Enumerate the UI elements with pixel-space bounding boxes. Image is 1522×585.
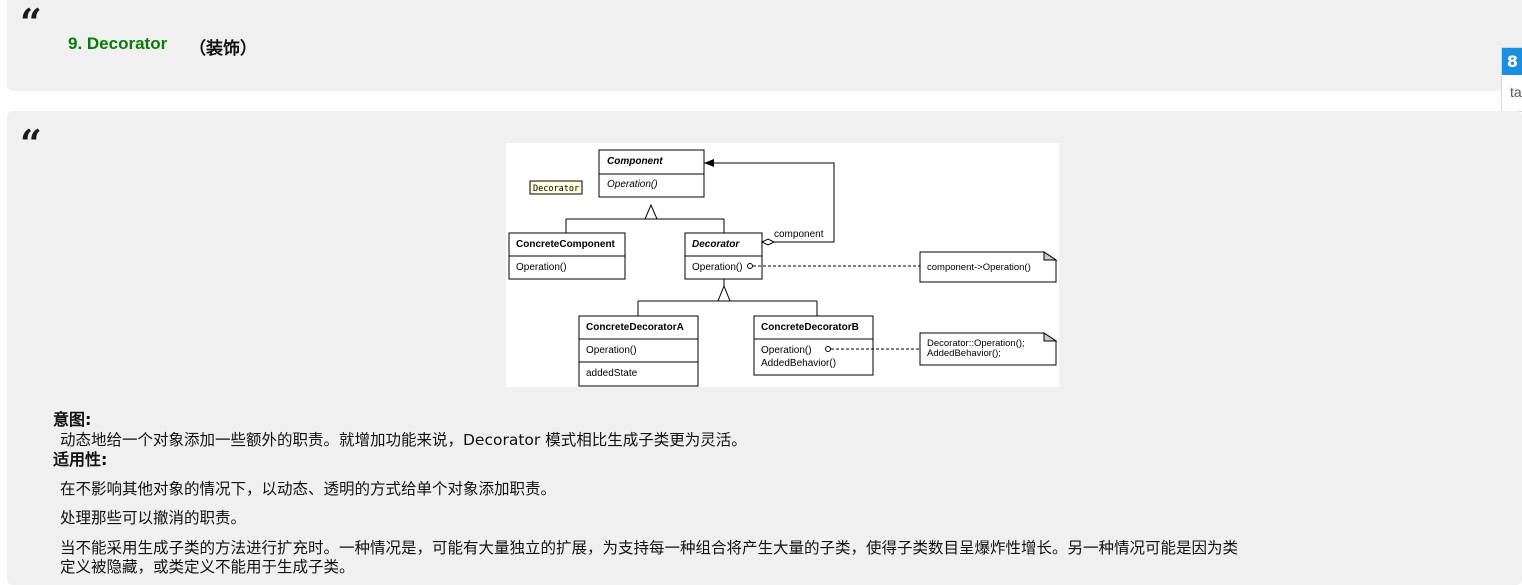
intent-text: 动态地给一个对象添加一些额外的职责。就增加功能来说，Decorator 模式相比… (60, 431, 747, 449)
applicability-item-1: 在不影响其他对象的情况下，以动态、透明的方式给单个对象添加职责。 (60, 480, 557, 498)
side-widget-text: ta (1510, 84, 1522, 100)
decorator-tag: Decorator (529, 180, 583, 195)
association-label: component (774, 229, 824, 240)
component-op: Operation() (607, 179, 658, 190)
decorator-heading-link[interactable]: 9. Decorator (68, 34, 168, 53)
concrete-b-behavior: AddedBehavior() (761, 358, 836, 369)
concrete-a-name: ConcreteDecoratorA (586, 322, 684, 333)
note-decorator-operation: Decorator::Operation(); AddedBehavior(); (919, 332, 1058, 366)
concrete-component-class: ConcreteComponent Operation() (508, 232, 626, 280)
decorator-name: Decorator (692, 239, 740, 250)
decorator-heading-cn: （装饰） (189, 39, 257, 59)
note2-line2: AddedBehavior(); (927, 348, 1001, 359)
applicability-label: 适用性: (53, 450, 108, 469)
note2-line1: Decorator::Operation(); (927, 338, 1025, 349)
decorator-class: Decorator Operation() (684, 232, 763, 280)
concrete-b-op: Operation() (761, 345, 812, 356)
applicability-item-3-line1: 当不能采用生成子类的方法进行扩充时。一种情况是，可能有大量独立的扩展，为支持每一… (60, 539, 1239, 557)
concrete-a-state: addedState (586, 368, 638, 379)
side-widget-icon[interactable]: 8 (1502, 48, 1522, 75)
concrete-decorator-b-class: ConcreteDecoratorB Operation() AddedBeha… (753, 315, 874, 376)
concrete-component-name: ConcreteComponent (516, 239, 616, 250)
quote-mark-icon: “ (20, 121, 42, 166)
concrete-decorator-a-class: ConcreteDecoratorA Operation() addedStat… (578, 315, 699, 387)
applicability-item-3-line2: 定义被隐藏，或类定义不能用于生成子类。 (60, 558, 355, 576)
intent-label: 意图: (53, 410, 92, 429)
concrete-a-op: Operation() (586, 345, 637, 356)
top-quote-block: “ 9. Decorator （装饰） (7, 0, 1522, 91)
decorator-tag-label: Decorator (533, 184, 579, 194)
decorator-uml-diagram: Decorator Component Operation() Concrete… (506, 143, 1059, 387)
applicability-item-2: 处理那些可以撤消的职责。 (60, 509, 247, 527)
quote-mark-icon: “ (20, 0, 42, 45)
decorator-op: Operation() (692, 262, 743, 273)
component-name: Component (607, 156, 663, 167)
side-widget[interactable]: 8 ta (1501, 47, 1522, 112)
concrete-b-name: ConcreteDecoratorB (761, 322, 859, 333)
concrete-component-op: Operation() (516, 262, 567, 273)
note-component-operation: component->Operation() (919, 251, 1058, 283)
note1-text: component->Operation() (927, 262, 1031, 273)
component-class: Component Operation() (598, 149, 705, 198)
